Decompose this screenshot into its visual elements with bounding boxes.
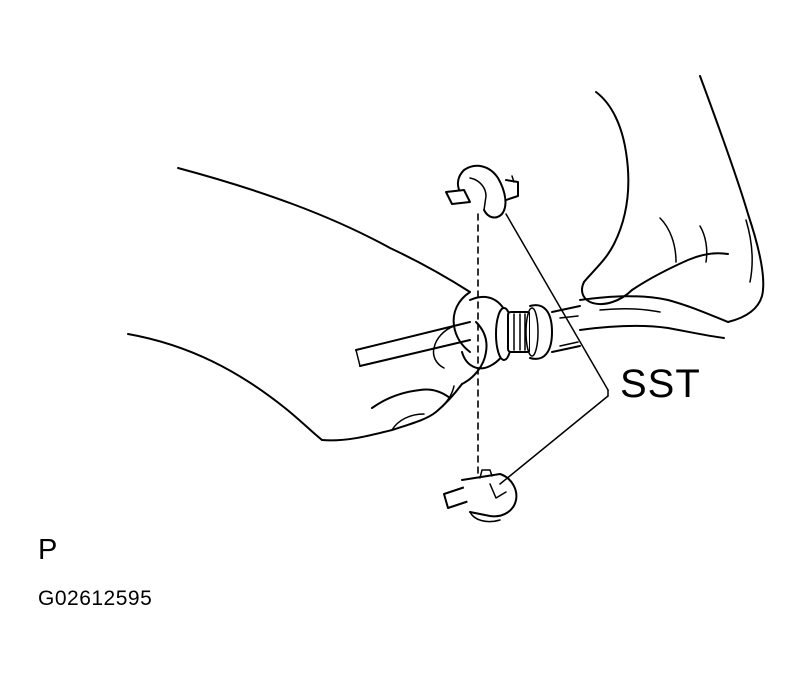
figure-code: G02612595 <box>38 587 153 610</box>
page-letter: P <box>38 534 58 566</box>
rod <box>355 321 471 367</box>
sst-upper-piece <box>445 164 519 219</box>
left-hand <box>127 167 488 442</box>
sst-leader-lines <box>499 213 609 485</box>
right-hand <box>579 75 765 339</box>
switch-body <box>461 295 581 370</box>
sst-lower-piece <box>443 469 518 523</box>
sst-callout-label: SST <box>620 362 701 406</box>
